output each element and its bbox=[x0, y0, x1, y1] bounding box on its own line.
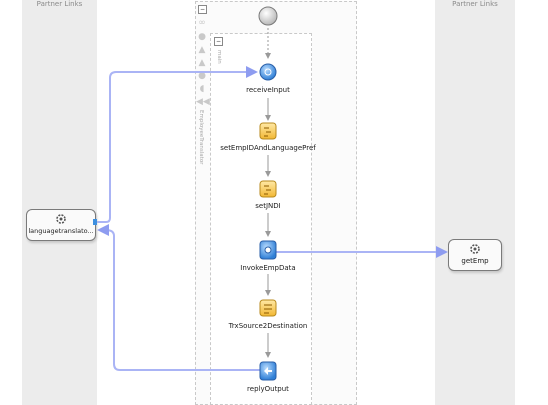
lane-title-left: Partner Links bbox=[36, 0, 83, 8]
process-collapse-toggle[interactable]: − bbox=[198, 5, 207, 14]
receive-link-wire bbox=[97, 66, 258, 223]
infinity-icon[interactable]: ∞ bbox=[198, 18, 206, 28]
reply-link-wire bbox=[97, 224, 260, 371]
gear-icon bbox=[56, 214, 66, 224]
transform-icon bbox=[259, 299, 277, 317]
partner-link-label-right: getEmp bbox=[461, 257, 489, 265]
activity-label-receiveInput[interactable]: receiveInput bbox=[246, 86, 290, 94]
triangle-icon[interactable]: ▲ bbox=[198, 45, 206, 55]
gear-icon bbox=[470, 244, 480, 254]
activity-label-InvokeEmpData[interactable]: InvokeEmpData bbox=[240, 264, 296, 272]
activity-label-replyOutput[interactable]: replyOutput bbox=[247, 385, 289, 393]
process-toolbar: ∞ ● ▲ ▲ ● ◖ ◀◀ bbox=[195, 3, 210, 163]
triangle-icon[interactable]: ▲ bbox=[198, 58, 206, 68]
lane-title-right: Partner Links bbox=[452, 0, 498, 8]
circle-icon[interactable]: ● bbox=[198, 71, 206, 81]
main-scope-collapse-toggle[interactable]: − bbox=[214, 37, 223, 46]
partner-link-languagetranslator[interactable]: languagetranslato... bbox=[26, 209, 96, 241]
main-scope-frame bbox=[210, 33, 312, 405]
assign-icon bbox=[259, 122, 277, 140]
assign-icon bbox=[259, 180, 277, 198]
partner-link-label-left: languagetranslato... bbox=[28, 227, 94, 235]
reply-icon bbox=[259, 361, 277, 381]
receive-icon bbox=[259, 63, 277, 81]
partner-link-wires bbox=[97, 66, 448, 371]
invoke-icon bbox=[259, 240, 277, 260]
half-circle-icon[interactable]: ◖ bbox=[199, 84, 205, 94]
partner-link-port-left bbox=[93, 219, 97, 225]
rewind-icon[interactable]: ◀◀ bbox=[196, 97, 210, 107]
activity-label-TrxSource2Destination[interactable]: TrxSource2Destination bbox=[228, 322, 308, 330]
circle-icon[interactable]: ● bbox=[198, 32, 206, 42]
start-circle-icon bbox=[258, 6, 278, 26]
activity-label-setEmpIDAndLanguagePref[interactable]: setEmpIDAndLanguagePref bbox=[220, 144, 316, 152]
activity-label-setJNDI[interactable]: setJNDI bbox=[255, 202, 281, 210]
partner-links-lane-right: Partner Links bbox=[435, 0, 515, 405]
partner-links-lane-left: Partner Links bbox=[22, 0, 97, 405]
partner-link-getEmp[interactable]: getEmp bbox=[448, 239, 502, 271]
